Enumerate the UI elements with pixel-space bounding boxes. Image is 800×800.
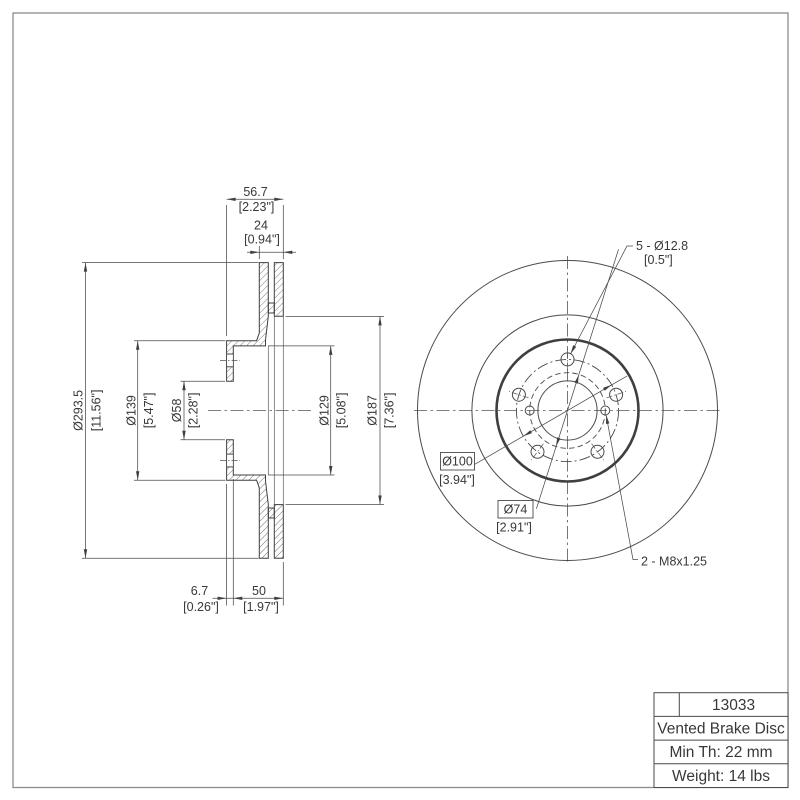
dim-outer-diameter: Ø293.5 (72, 390, 86, 431)
bolt-circle (515, 358, 620, 463)
set-screw-holes (524, 405, 611, 416)
front-dimension-lines (473, 249, 628, 509)
min-thickness: Min Th: 22 mm (669, 744, 772, 761)
screw-circle-label: Ø74 (504, 503, 528, 517)
dim-offset: 50 (252, 584, 266, 598)
section-stud-holes (220, 353, 240, 468)
bolt-hole-label-inches: [0.5"] (644, 253, 673, 267)
dim-hat-diameter: Ø139 (125, 395, 139, 426)
dim-friction-inner-diameter: Ø187 (366, 395, 380, 426)
dim-offset-in: [1.97"] (243, 600, 279, 614)
screw-circle-callout: Ø74 [2.91"] (496, 500, 534, 535)
part-number: 13033 (712, 697, 755, 714)
set-screw-circle (529, 372, 606, 449)
bolt-holes (508, 349, 627, 461)
set-screw-callout: 2 - M8x1.25 (605, 414, 707, 569)
bolt-circle-label-inches: [3.94"] (439, 473, 475, 487)
dim-hat-diameter-in: [5.47"] (142, 393, 156, 429)
dim-hat-inner-diameter-in: [5.08"] (335, 393, 349, 429)
title-block: 13033 Vented Brake Disc Min Th: 22 mm We… (653, 692, 789, 789)
section-dimension-arrows (83, 197, 382, 600)
friction-inner-circle (471, 314, 664, 507)
weight: Weight: 14 lbs (672, 768, 770, 785)
section-view: 56.7 [2.23"] 24 [0.94"] Ø293.5 [11.56"] … (72, 185, 397, 614)
dim-plate-width-in: [0.94"] (244, 233, 280, 247)
bolt-hole-label: 5 - Ø12.8 (636, 239, 688, 253)
hat-edge-circle (495, 338, 640, 483)
bolt-hole-callout: 5 - Ø12.8 [0.5"] (570, 239, 688, 355)
dim-friction-inner-diameter-in: [7.36"] (383, 393, 397, 429)
section-dimension-lines (85, 198, 381, 599)
dim-overall-width: 56.7 (243, 185, 267, 199)
dim-flange-thickness-in: [0.26"] (183, 600, 219, 614)
dim-bore-diameter: Ø58 (170, 399, 184, 423)
dim-overall-width-in: [2.23"] (239, 200, 275, 214)
center-bore-circle (537, 380, 598, 441)
screw-circle-label-inches: [2.91"] (496, 521, 532, 535)
set-screw-label: 2 - M8x1.25 (641, 555, 707, 569)
front-view: 5 - Ø12.8 [0.5"] Ø100 [3.94"] Ø74 [2.91"… (414, 239, 722, 569)
section-hatched-body (226, 262, 284, 559)
outer-diameter-circle (417, 260, 718, 561)
sheet-frame (12, 12, 789, 789)
bolt-circle-callout: Ø100 [3.94"] (439, 452, 475, 487)
section-extension-lines (82, 205, 384, 606)
dim-flange-thickness: 6.7 (191, 584, 208, 598)
product-name: Vented Brake Disc (657, 721, 785, 738)
dim-hat-inner-diameter: Ø129 (318, 395, 332, 426)
dim-bore-diameter-in: [2.28"] (187, 393, 201, 429)
dim-outer-diameter-in: [11.56"] (90, 390, 104, 432)
bolt-circle-label: Ø100 (442, 455, 473, 469)
dim-plate-width: 24 (254, 219, 268, 233)
